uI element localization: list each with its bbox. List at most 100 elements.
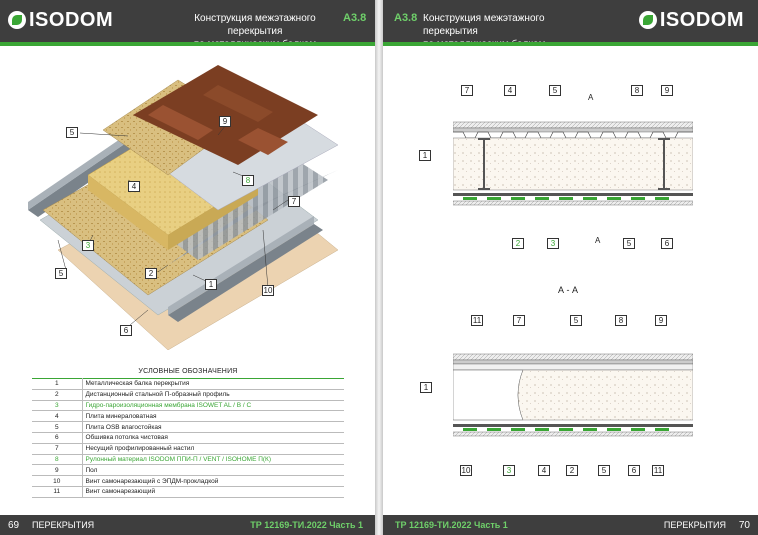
section1-callout-8: 8: [631, 85, 643, 96]
section2-callout-11: 11: [471, 315, 483, 326]
legend-text: Пол: [82, 464, 344, 477]
section2-callout-9: 9: [655, 315, 667, 326]
left-page: ISODOM Конструкция межэтажного перекрыти…: [0, 0, 375, 535]
section1-callout-3: 3: [547, 238, 559, 249]
legend-number: 9: [32, 464, 83, 477]
callout-1: 1: [205, 279, 217, 290]
logo-text: ISODOM: [29, 8, 114, 31]
section2-callout-10: 10: [460, 465, 472, 476]
legend-number: 2: [32, 389, 83, 401]
callout-10: 10: [262, 285, 274, 296]
right-page-code: А3.8: [394, 12, 418, 24]
section2-callout-3: 3: [503, 465, 515, 476]
legend-number: 6: [32, 432, 83, 444]
legend-number: 3: [32, 400, 83, 412]
header-band: [0, 42, 375, 46]
header-band: [383, 42, 758, 46]
section1-callout-5: 5: [549, 85, 561, 96]
section1-callout-9: 9: [661, 85, 673, 96]
steel-beam-front: [168, 224, 323, 322]
legend-number: 7: [32, 443, 83, 455]
section2-callout-1: 1: [420, 382, 432, 393]
legend-number: 4: [32, 410, 83, 423]
floor-isometric-illustration: [28, 65, 339, 350]
section-aa-title: А - А: [558, 285, 579, 295]
section2-callout-5: 5: [570, 315, 582, 326]
section2-callout-8: 8: [615, 315, 627, 326]
section1-callout-2: 2: [512, 238, 524, 249]
section2-callout-11-bottom: 11: [652, 465, 664, 476]
section1-callout-7: 7: [461, 85, 473, 96]
callout-8: 8: [242, 175, 254, 186]
section1-callout-6: 6: [661, 238, 673, 249]
section2-callout-4: 4: [538, 465, 550, 476]
footer-section: ПЕРЕКРЫТИЯ: [32, 520, 95, 530]
title-line-1: Конструкция межэтажного перекрытия: [194, 13, 316, 37]
callout-6: 6: [120, 325, 132, 336]
callout-2: 2: [145, 268, 157, 279]
footer-doc: ТР 12169-ТИ.2022 Часть 1: [250, 520, 363, 530]
leaf-logo-icon: [8, 11, 26, 29]
callout-5-bottom: 5: [55, 268, 67, 279]
section1-callout-5-bottom: 5: [623, 238, 635, 249]
callout-4: 4: [128, 181, 140, 192]
legend-number: 10: [32, 475, 83, 487]
callout-7: 7: [288, 196, 300, 207]
section2-callout-6: 6: [628, 465, 640, 476]
legend-title: УСЛОВНЫЕ ОБОЗНАЧЕНИЯ: [138, 368, 238, 375]
section1-callout-1: 1: [419, 150, 431, 161]
left-footer: 69 ПЕРЕКРЫТИЯ ТР 12169-ТИ.2022 Часть 1: [0, 515, 375, 535]
section1-callout-4: 4: [504, 85, 516, 96]
page-number: 69: [8, 520, 20, 531]
page-number: 70: [738, 520, 750, 531]
footer-doc: ТР 12169-ТИ.2022 Часть 1: [395, 520, 508, 530]
legend-text: Дистанционный стальной П-образный профил…: [82, 389, 344, 401]
right-page: А3.8 Конструкция межэтажного перекрытия …: [383, 0, 758, 535]
footer-section: ПЕРЕКРЫТИЯ: [663, 520, 726, 530]
left-header: ISODOM Конструкция межэтажного перекрыти…: [0, 0, 375, 50]
legend-text: Несущий профилированный настил: [82, 443, 344, 455]
section2-callout-5-bottom: 5: [598, 465, 610, 476]
legend-number: 5: [32, 421, 83, 433]
right-footer: ТР 12169-ТИ.2022 Часть 1 ПЕРЕКРЫТИЯ 70: [383, 515, 758, 535]
legend-text: Плита минераловатная: [82, 410, 344, 423]
title-line-1: Конструкция межэтажного перекрытия: [423, 13, 545, 37]
book-gutter: [375, 0, 383, 535]
legend-text: Гидро-пароизоляционная мембрана ISOWET A…: [82, 400, 344, 412]
callout-9: 9: [219, 116, 231, 127]
right-header: А3.8 Конструкция межэтажного перекрытия …: [383, 0, 758, 50]
legend-text: Плита OSB влагостойкая: [82, 421, 344, 433]
legend-number: 8: [32, 454, 83, 466]
logo-text: ISODOM: [659, 8, 744, 31]
section2-callout-7: 7: [513, 315, 525, 326]
leaf-logo-icon: [638, 11, 657, 29]
left-page-code: А3.8: [343, 12, 367, 24]
cross-section-drawing: [453, 121, 693, 206]
section-aa-drawing: [453, 353, 693, 437]
legend-text: Металлическая балка перекрытия: [82, 378, 344, 390]
section2-callout-2: 2: [566, 465, 578, 476]
callout-3: 3: [82, 240, 94, 251]
legend-text: Рулонный материал ISODOM ППИ-П / VENT / …: [82, 454, 344, 466]
legend-number: 1: [32, 378, 83, 390]
isodom-logo: ISODOM: [8, 9, 113, 31]
section-marker-bottom: А: [595, 236, 601, 245]
callout-5-top: 5: [66, 127, 78, 138]
legend-text: Винт самонарезающий: [82, 486, 344, 498]
legend-text: Винт самонарезающий с ЭПДМ-прокладкой: [82, 475, 344, 487]
legend-text: Обшивка потолка чистовая: [82, 432, 344, 444]
isodom-logo: ISODOM: [638, 8, 744, 31]
